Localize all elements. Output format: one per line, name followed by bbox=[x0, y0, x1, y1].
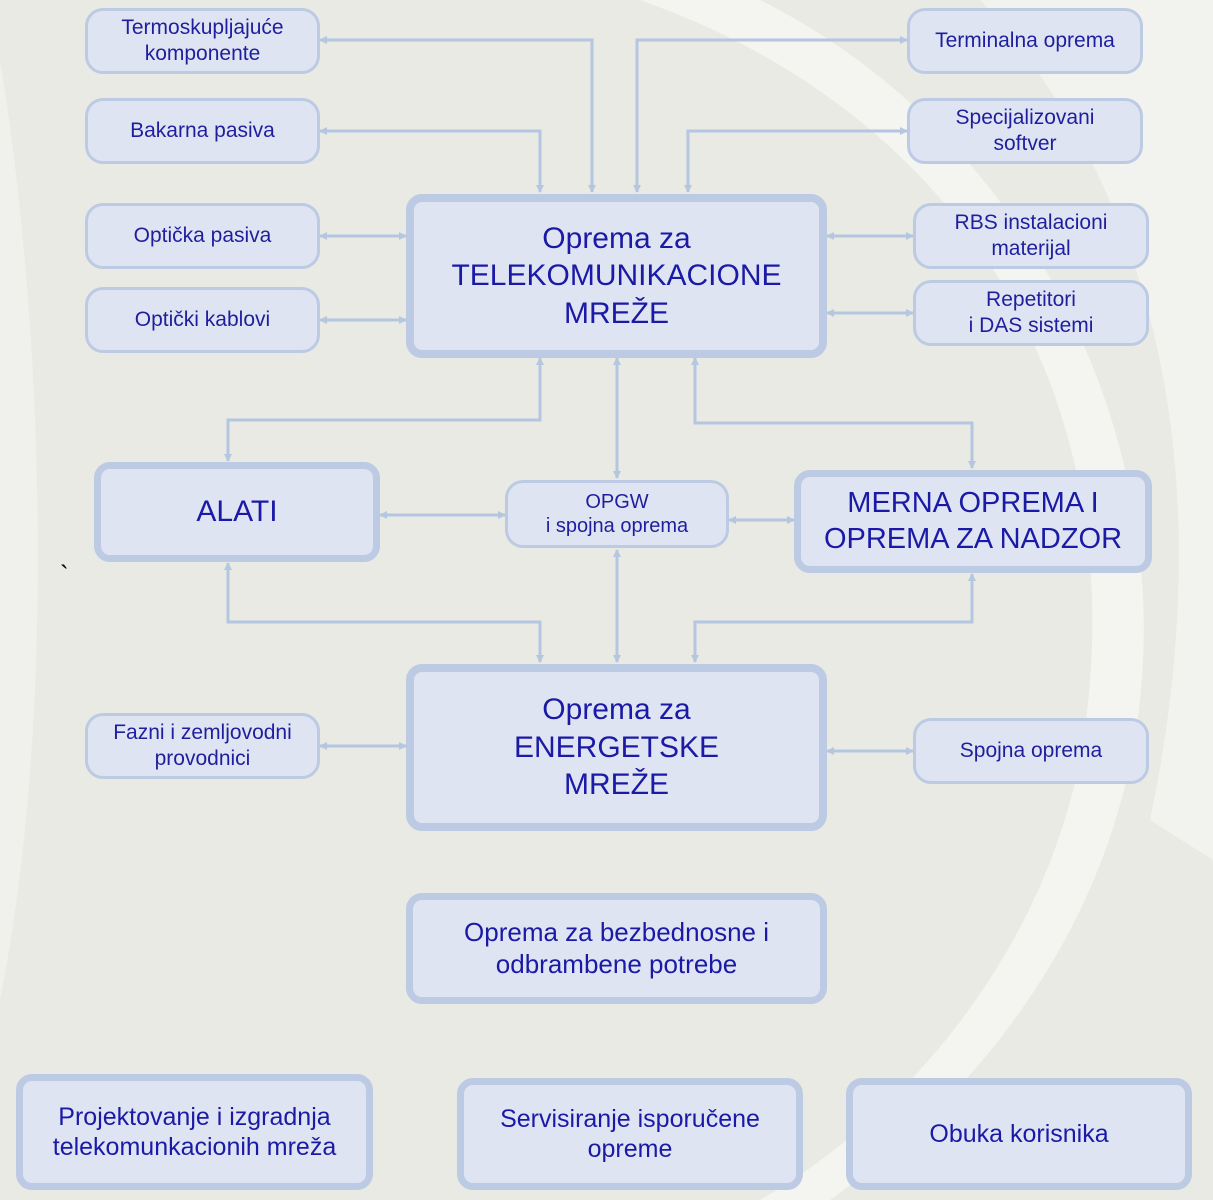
box-oprema-energetske: Oprema za ENERGETSKE MREŽE bbox=[406, 664, 827, 831]
box-opticki-kablovi: Optički kablovi bbox=[85, 287, 320, 353]
box-bezbednosne-potrebe: Oprema za bezbednosne i odbrambene potre… bbox=[406, 893, 827, 1004]
box-fazni-provodnici: Fazni i zemljovodni provodnici bbox=[85, 713, 320, 779]
box-opgw: OPGW i spojna oprema bbox=[505, 480, 729, 548]
box-obuka-korisnika: Obuka korisnika bbox=[846, 1078, 1192, 1190]
box-projektovanje: Projektovanje i izgradnja telekomunkacio… bbox=[16, 1074, 373, 1190]
box-servisiranje: Servisiranje isporučene opreme bbox=[457, 1078, 803, 1190]
box-oprema-telekomunikacione: Oprema za TELEKOMUNIKACIONE MREŽE bbox=[406, 194, 827, 358]
box-merna-oprema: MERNA OPREMA I OPREMA ZA NADZOR bbox=[794, 470, 1152, 573]
box-rbs-materijal: RBS instalacioni materijal bbox=[913, 203, 1149, 269]
box-repetitori-das: Repetitori i DAS sistemi bbox=[913, 280, 1149, 346]
stray-mark: ` bbox=[60, 560, 69, 590]
box-alati: ALATI bbox=[94, 462, 380, 562]
box-spojna-oprema: Spojna oprema bbox=[913, 718, 1149, 784]
box-terminalna-oprema: Terminalna oprema bbox=[907, 8, 1143, 74]
box-specijalizovani-softver: Specijalizovani softver bbox=[907, 98, 1143, 164]
box-bakarna-pasiva: Bakarna pasiva bbox=[85, 98, 320, 164]
box-termoskupljajuce: Termoskupljajuće komponente bbox=[85, 8, 320, 74]
box-opticka-pasiva: Optička pasiva bbox=[85, 203, 320, 269]
